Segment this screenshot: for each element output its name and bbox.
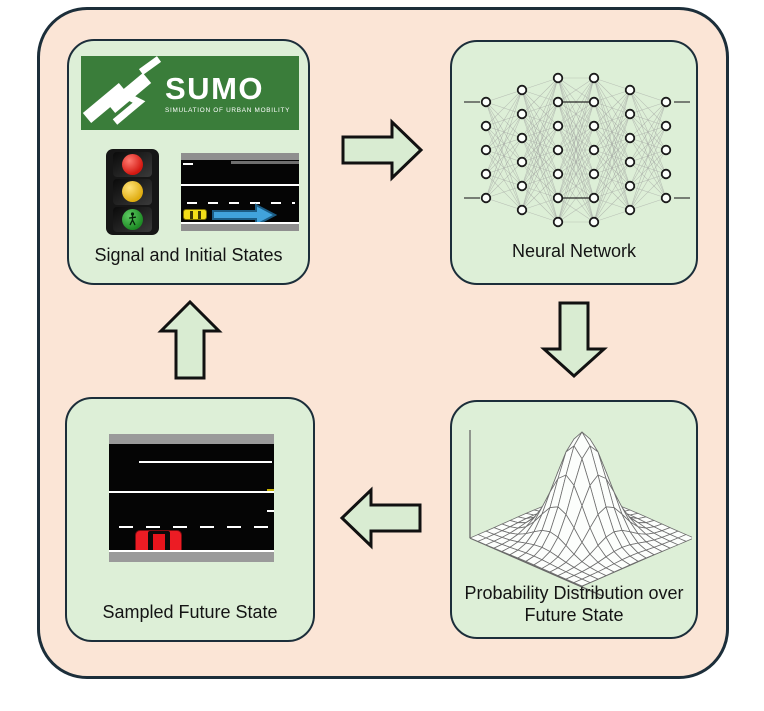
- traffic-light-yellow-cell: [113, 179, 152, 205]
- box-label: Signal and Initial States: [94, 245, 283, 266]
- box-label: Neural Network: [511, 241, 637, 262]
- sumo-road-icon: [82, 56, 162, 125]
- traffic-light-red-cell: [113, 152, 152, 178]
- lane-line: [183, 163, 193, 165]
- lane-dashes: [119, 526, 268, 528]
- box-label-line1: Probability Distribution over: [464, 583, 684, 604]
- sumo-logo-subtitle: SIMULATION OF URBAN MOBILITY: [165, 106, 291, 114]
- box-label-line2: Future State: [524, 605, 624, 626]
- box-neural-network: Neural Network: [450, 40, 698, 285]
- road-edge-line: [181, 222, 299, 224]
- red-car-roof: [153, 534, 165, 552]
- road-initial-state-image: [181, 153, 299, 231]
- box-sampled-future-state: Sampled Future State: [65, 397, 315, 642]
- traffic-light-green-cell: [113, 206, 152, 232]
- lane-line: [139, 461, 272, 463]
- lane-line: [231, 161, 299, 164]
- traffic-light-icon: [106, 149, 159, 235]
- road-sampled-state-image: [109, 434, 274, 562]
- box-label: Sampled Future State: [102, 602, 278, 623]
- box-label: Probability Distribution over Future Sta…: [452, 583, 696, 627]
- yellow-light: [122, 181, 143, 203]
- road-shoulder: [109, 552, 274, 562]
- gaussian-surface-graphic: [469, 430, 692, 596]
- lane-mark: [267, 510, 274, 512]
- road-edge-line: [109, 550, 274, 552]
- box-probability-distribution: Probability Distribution over Future Sta…: [450, 400, 698, 639]
- lane-dashes: [187, 202, 295, 204]
- lane-line: [109, 491, 274, 493]
- lane-line: [181, 184, 299, 186]
- green-pedestrian-light: [122, 208, 143, 230]
- neural-network-graphic: [464, 72, 690, 228]
- pedestrian-icon: [128, 212, 137, 226]
- road-shoulder: [181, 224, 299, 231]
- sumo-logo: SUMO SIMULATION OF URBAN MOBILITY: [81, 56, 299, 130]
- road-shoulder: [109, 434, 274, 444]
- box-signal-initial-states: SUMO SIMULATION OF URBAN MOBILITY: [67, 39, 310, 285]
- direction-arrow-icon: [212, 203, 277, 227]
- red-light: [122, 154, 143, 176]
- yellow-car-icon: [183, 209, 207, 220]
- lane-mark: [267, 489, 274, 491]
- road-shoulder: [181, 153, 299, 160]
- sumo-logo-title: SUMO: [165, 70, 264, 106]
